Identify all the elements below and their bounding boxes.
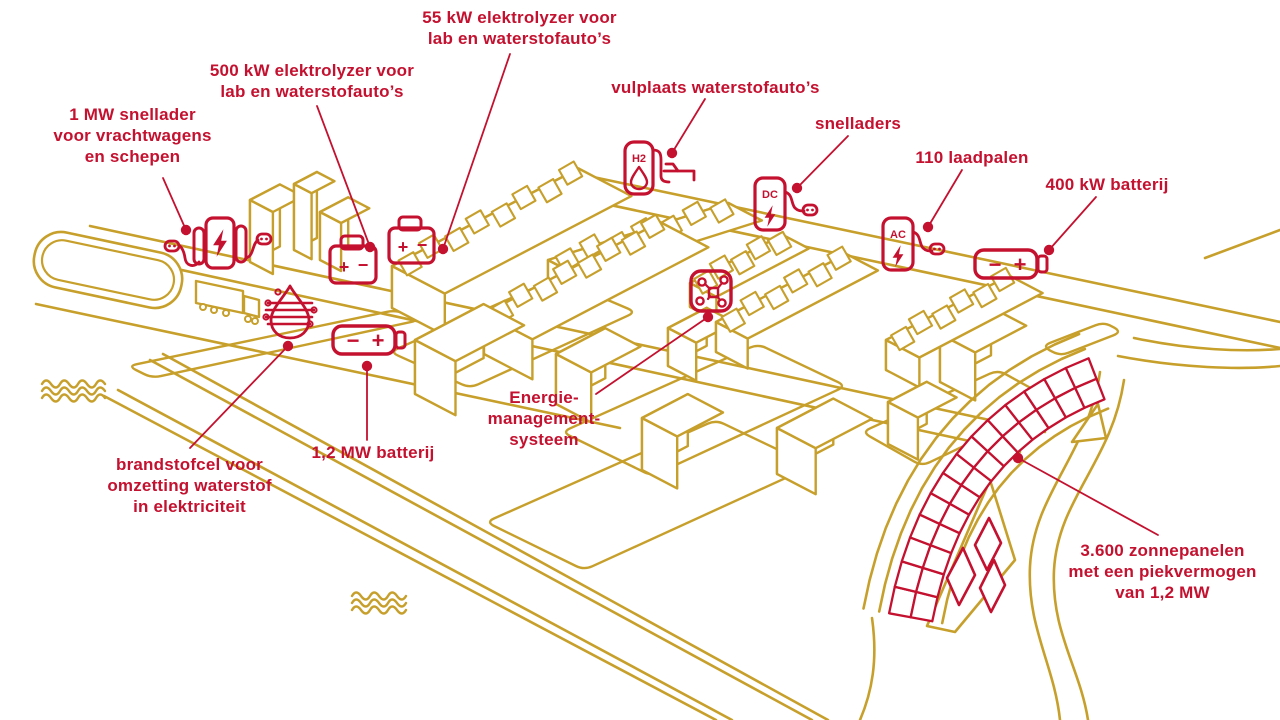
solar-diamond-panels-icon [945, 516, 1007, 614]
label-fast-charger-1mw: 1 MW snellader voor vrachtwagens en sche… [53, 105, 212, 166]
label-solar-panels: 3.600 zonnepanelen met een piekvermogen … [1068, 541, 1257, 602]
h2-filling-station-icon: H2 [623, 140, 696, 196]
electrolyzer-500kw-icon: +− [328, 234, 378, 285]
electrolyzer-55kw-icon: +− [387, 215, 436, 265]
water-waves-icon [40, 379, 408, 615]
label-battery-400kw: 400 kW batterij [1045, 175, 1169, 194]
label-fast-chargers: snelladers [814, 114, 902, 133]
icon-text: + [398, 237, 409, 257]
icon-text: H2 [632, 153, 646, 165]
fast-charger-1mw-icon [163, 216, 273, 270]
icon-text: + [1014, 252, 1027, 277]
ac-charging-point-icon: AC [881, 216, 946, 272]
fuel-cell-icon [262, 284, 318, 340]
icon-text: − [358, 255, 369, 275]
icon-text: AC [890, 229, 906, 241]
icon-text: − [989, 252, 1002, 277]
ship-icon [32, 230, 184, 310]
battery-12mw-icon: −+ [331, 324, 407, 356]
label-battery-12mw: 1,2 MW batterij [311, 443, 435, 462]
buildings [248, 160, 1044, 496]
icon-text: + [339, 257, 350, 277]
battery-400kw-icon: −+ [973, 248, 1049, 280]
solar-panel-array-icon [887, 357, 1106, 623]
truck-icon [194, 279, 261, 325]
label-charging-points: 110 laadpalen [915, 148, 1029, 167]
label-fuel-cell: brandstofcel voor omzetting waterstof in… [107, 455, 272, 516]
dc-fast-charger-icon: DC [753, 176, 819, 232]
label-electrolyzer-500kw: 500 kW elektrolyzer voor lab en watersto… [209, 61, 415, 101]
icon-text: + [372, 328, 385, 353]
label-energy-management: Energie- management- systeem [487, 388, 601, 449]
icon-text: DC [762, 189, 778, 201]
roads [34, 168, 1280, 720]
leader-lines [162, 53, 1159, 536]
icon-text: − [417, 235, 428, 255]
label-electrolyzer-55kw: 55 kW elektrolyzer voor lab en waterstof… [422, 8, 617, 48]
icon-text: − [347, 328, 360, 353]
energy-management-icon [689, 269, 733, 313]
label-hydrogen-filling: vulplaats waterstofauto’s [611, 78, 820, 97]
